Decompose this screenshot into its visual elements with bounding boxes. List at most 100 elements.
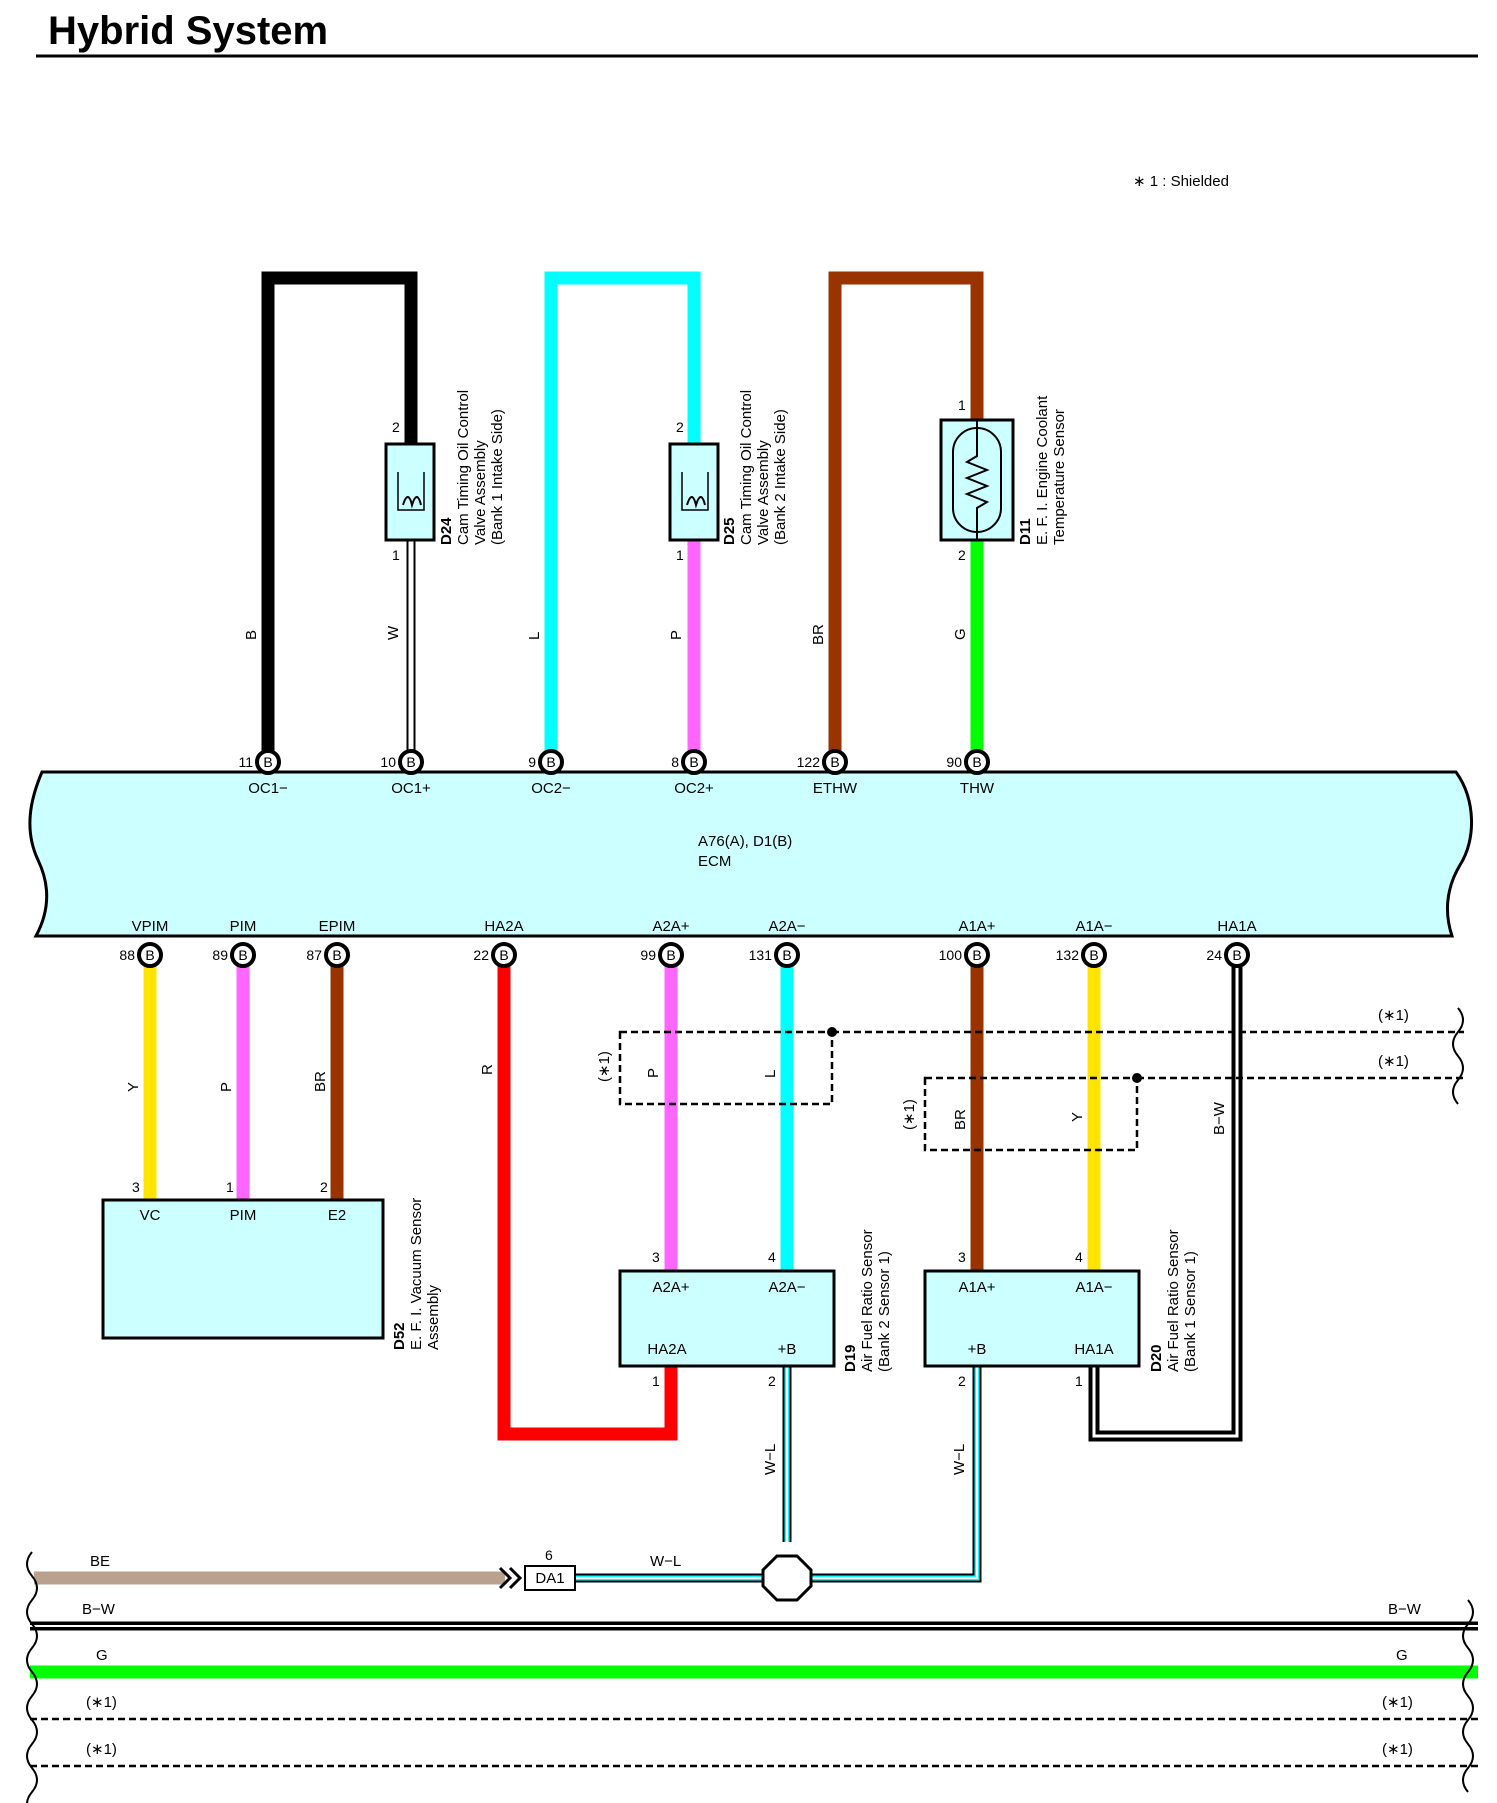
svg-text:A1A+: A1A+	[958, 1279, 995, 1296]
connector-arrow-icon	[498, 1566, 523, 1590]
wire-label-wl-1: W−L	[762, 1444, 779, 1475]
svg-text:E. F. I. Engine Coolant: E. F. I. Engine Coolant	[1034, 395, 1051, 545]
svg-text:HA1A: HA1A	[1074, 1341, 1113, 1358]
wire-label-be: BE	[90, 1553, 110, 1570]
wire-label-w: W	[385, 625, 402, 640]
pin-connector-letter: B	[145, 947, 154, 963]
wire-label-br: BR	[312, 1071, 329, 1092]
svg-text:2: 2	[958, 1373, 966, 1389]
svg-text:(Bank 2 Intake Side): (Bank 2 Intake Side)	[772, 409, 789, 545]
wire-b-oc1-minus	[261, 271, 418, 762]
wire-label-bw: B−W	[1211, 1101, 1228, 1135]
wire-label-y: Y	[125, 1082, 142, 1092]
pin-connector-letter: B	[689, 754, 698, 770]
pin-name: A1A−	[1075, 918, 1112, 935]
wire-wl	[786, 1366, 978, 1579]
d11-coolant-sensor: 1 2 D11 E. F. I. Engine Coolant Temperat…	[939, 395, 1068, 563]
pin-connector-letter: B	[1232, 947, 1241, 963]
shield-note: ∗ 1 : Shielded	[1133, 173, 1229, 190]
coil-icon	[402, 496, 422, 509]
pin-name: A2A−	[768, 918, 805, 935]
wire-label-wl-3: W−L	[650, 1553, 681, 1570]
svg-text:D24: D24	[438, 517, 455, 545]
d24-valve: 2 1 D24 Cam Timing Oil Control Valve Ass…	[384, 390, 506, 563]
pin-number: 11	[238, 754, 253, 770]
ecm-body: A76(A), D1(B) ECM	[28, 770, 1474, 938]
pin-name: OC2−	[531, 780, 571, 797]
pin-number: 131	[749, 947, 773, 963]
wire-wl-stripe	[784, 1366, 980, 1581]
ecm-code: A76(A), D1(B)	[698, 833, 792, 850]
wire-label-br: BR	[810, 624, 827, 645]
pin-name: HA2A	[484, 918, 523, 935]
bus-shield-1-label-left: (∗1)	[86, 1694, 117, 1711]
page-title: Hybrid System	[48, 9, 328, 53]
wire-label-r: R	[479, 1064, 496, 1075]
break-mark-right	[1452, 1007, 1464, 1105]
splice-icon	[761, 1554, 813, 1602]
svg-text:Air Fuel Ratio Sensor: Air Fuel Ratio Sensor	[1165, 1229, 1182, 1372]
pin-number: 89	[212, 947, 228, 963]
svg-text:(∗1): (∗1)	[1378, 1053, 1409, 1070]
svg-text:Cam Timing Oil Control: Cam Timing Oil Control	[455, 390, 472, 545]
svg-text:Valve Assembly: Valve Assembly	[472, 440, 489, 545]
bus-bw-label-left: B−W	[82, 1601, 116, 1618]
pin-name: THW	[960, 780, 995, 797]
svg-text:(∗1): (∗1)	[901, 1099, 918, 1130]
d20-af-sensor: 3 4 2 1 A1A+ A1A− +B HA1A D20 Air Fuel R…	[923, 1229, 1199, 1389]
bus-shield-2-label-left: (∗1)	[86, 1741, 117, 1758]
bus-g-label-right: G	[1396, 1647, 1408, 1664]
svg-text:2: 2	[392, 419, 400, 435]
pin-number: 9	[528, 754, 536, 770]
pin-connector-letter: B	[1089, 947, 1098, 963]
wire-label-y2: Y	[1069, 1112, 1086, 1122]
svg-text:+B: +B	[778, 1341, 797, 1358]
pin-number: 8	[671, 754, 679, 770]
wire-label-p: P	[668, 630, 685, 640]
wire-label-l2: L	[762, 1070, 779, 1078]
svg-text:E. F. I. Vacuum Sensor: E. F. I. Vacuum Sensor	[408, 1198, 425, 1350]
pin-connector-letter: B	[546, 754, 555, 770]
svg-text:Cam Timing Oil Control: Cam Timing Oil Control	[738, 390, 755, 545]
svg-text:VC: VC	[140, 1207, 161, 1224]
svg-text:4: 4	[1075, 1249, 1083, 1265]
svg-text:3: 3	[958, 1249, 966, 1265]
svg-text:1: 1	[676, 547, 684, 563]
pin-number: 90	[946, 754, 962, 770]
shield-group-a2a: (∗1) (∗1)	[596, 1007, 1464, 1106]
pin-name: OC1−	[248, 780, 288, 797]
bus-shield-2-label-right: (∗1)	[1382, 1741, 1413, 1758]
svg-text:2: 2	[768, 1373, 776, 1389]
pin-number: 87	[306, 947, 322, 963]
svg-text:3: 3	[132, 1179, 140, 1195]
pin-number: 132	[1056, 947, 1080, 963]
d25-valve: 2 1 D25 Cam Timing Oil Control Valve Ass…	[668, 390, 789, 563]
svg-text:4: 4	[768, 1249, 776, 1265]
svg-text:HA2A: HA2A	[647, 1341, 686, 1358]
break-mark-bus-right	[1462, 1599, 1474, 1793]
pin-name: A2A+	[652, 918, 689, 935]
wire-label-p2: P	[645, 1068, 662, 1078]
wire-l-oc2-minus	[544, 271, 701, 762]
pin-number: 88	[119, 947, 135, 963]
pin-name: A1A+	[958, 918, 995, 935]
wire-label-p: P	[218, 1082, 235, 1092]
d19-af-sensor: 3 4 1 2 A2A+ A2A− HA2A +B D19 Air Fuel R…	[618, 1229, 893, 1389]
svg-text:(Bank 1 Intake Side): (Bank 1 Intake Side)	[489, 409, 506, 545]
wire-wl-outline	[782, 1366, 982, 1583]
wire-br-ethw	[828, 271, 984, 762]
pin-connector-letter: B	[406, 754, 415, 770]
svg-text:Temperature Sensor: Temperature Sensor	[1051, 409, 1068, 545]
svg-text:E2: E2	[328, 1207, 346, 1224]
da1-code: DA1	[535, 1570, 564, 1587]
